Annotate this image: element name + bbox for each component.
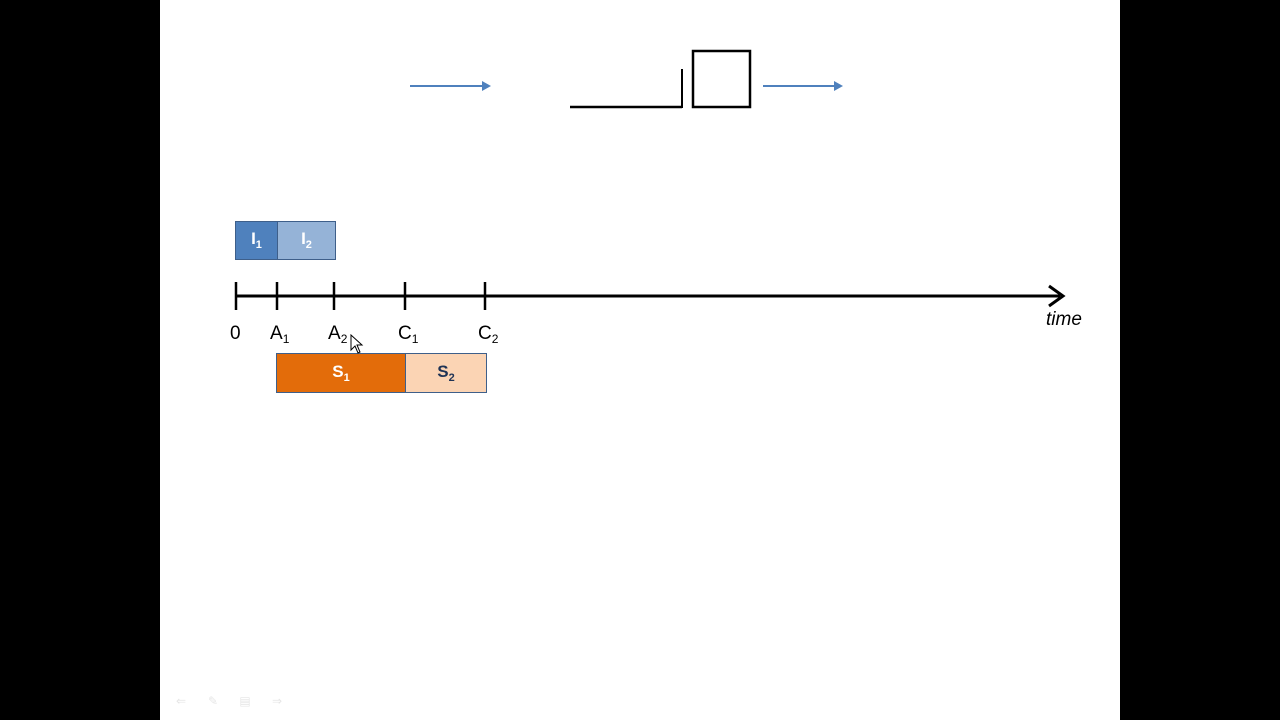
menu-icon[interactable]: ▤ — [239, 694, 251, 708]
arrival-arrow-icon — [410, 81, 491, 91]
interarrival-label-2: I2 — [301, 229, 312, 251]
interarrival-label-1: I1 — [251, 229, 262, 251]
time-axis — [234, 282, 1066, 310]
previous-slide-arrow-left-icon[interactable]: ⇐ — [175, 694, 187, 708]
queue-diagram — [410, 49, 843, 109]
service-label-1: S1 — [332, 361, 350, 384]
departure-arrow-icon — [763, 81, 843, 91]
next-slide-arrow-right-icon[interactable]: ⇒ — [271, 694, 283, 708]
tick-label-a1: A1 — [270, 323, 290, 346]
pen-icon[interactable]: ✎ — [207, 694, 219, 708]
interarrival-block-1: I1 — [235, 221, 278, 260]
tick-label-0: 0 — [230, 323, 241, 344]
tick-label-c1: C1 — [398, 323, 419, 346]
service-block-2: S2 — [405, 353, 487, 393]
tick-label-c2: C2 — [478, 323, 499, 346]
queue-buffer — [570, 69, 683, 109]
slideshow-controls: ⇐ ✎ ▤ ⇒ — [172, 694, 286, 708]
service-label-2: S2 — [437, 361, 455, 384]
tick-label-a2: A2 — [328, 323, 348, 346]
presentation-slide: I1 I2 0 A1 A2 C1 C2 time S1 S2 — [160, 0, 1120, 720]
interarrival-block-2: I2 — [277, 221, 336, 260]
time-axis-label: time — [1046, 309, 1082, 330]
diagram-canvas — [234, 49, 1066, 310]
mouse-cursor-icon — [350, 334, 364, 354]
service-block-1: S1 — [276, 353, 406, 393]
server-square-icon — [691, 49, 752, 109]
